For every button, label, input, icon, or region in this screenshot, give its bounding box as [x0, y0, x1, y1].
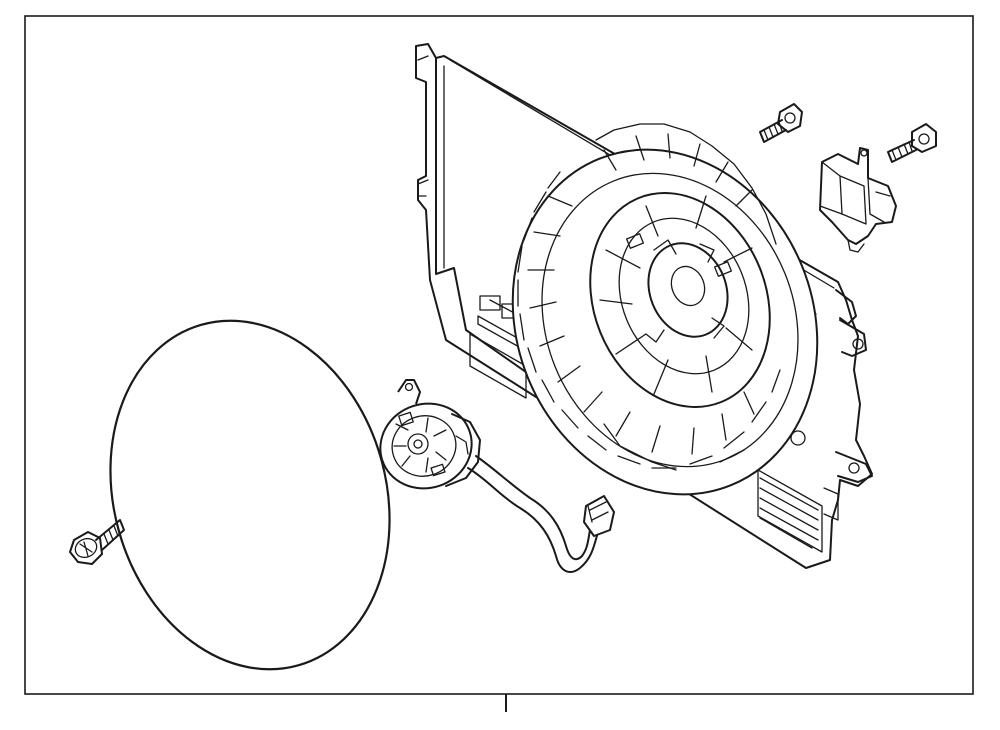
fan-resistor-icon — [819, 147, 897, 253]
bolt-upper-right-icon — [887, 123, 937, 163]
fan-shroud-icon — [415, 43, 873, 569]
fan-motor-icon — [379, 379, 615, 573]
bolt-lower-left-icon — [69, 519, 125, 565]
bolt-upper-left-icon — [759, 103, 803, 143]
